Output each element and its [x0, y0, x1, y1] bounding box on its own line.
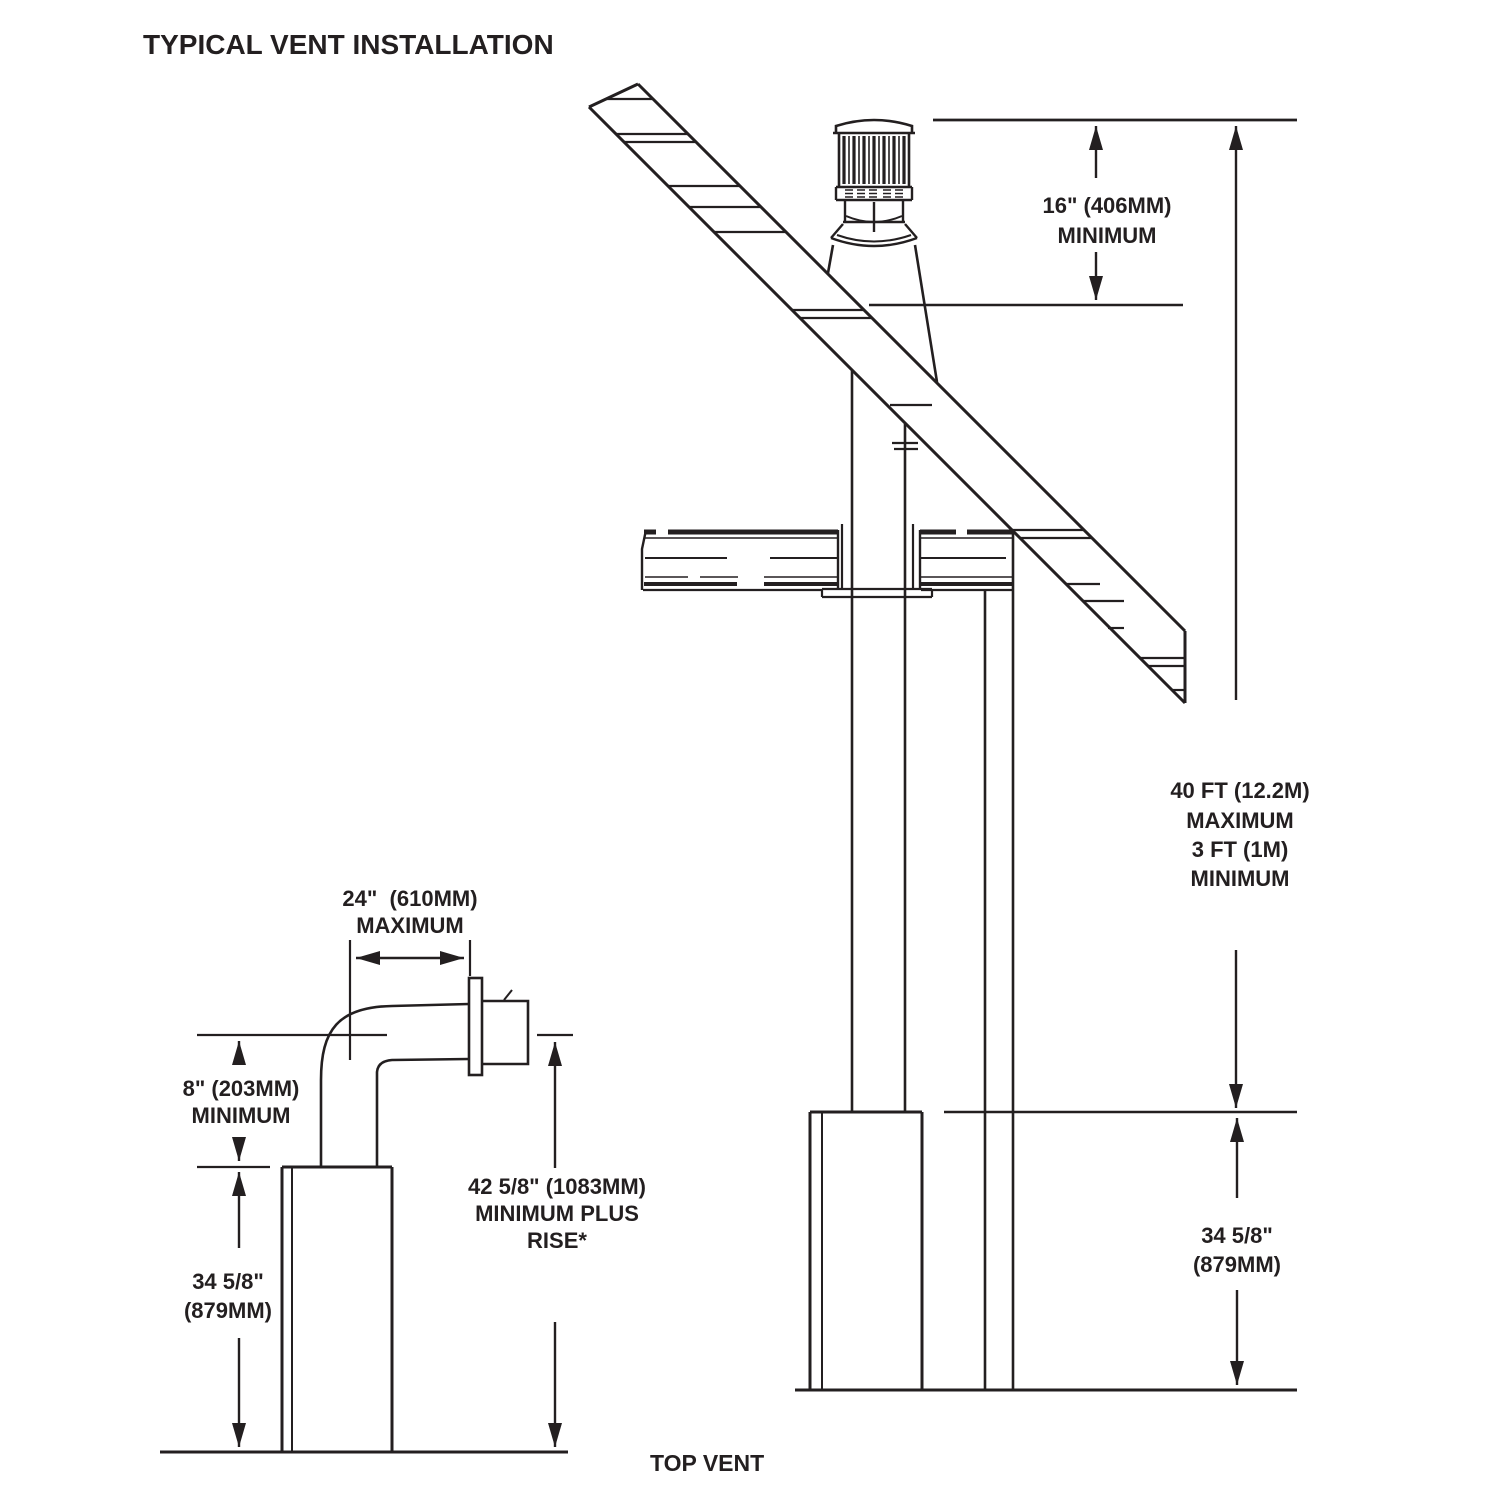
label-min-plus-rise-1: 42 5/8" (1083MM) [468, 1174, 646, 1199]
horizontal-termination [482, 989, 530, 1066]
fireplace-left [280, 1165, 394, 1452]
dimension-fireplace-right-height [944, 1110, 1297, 1385]
label-fireplace-left-height-2: (879MM) [184, 1298, 272, 1323]
wall [983, 531, 1015, 1390]
vent-cap-louvers [837, 133, 911, 187]
label-horizontal-run-1: 24" (610MM) [342, 886, 477, 911]
label-total-vent-1: 40 FT (12.2M) [1170, 778, 1309, 803]
vent-cap [830, 118, 918, 248]
label-fireplace-right-height-2: (879MM) [1193, 1252, 1281, 1277]
roof-hatch-lines [606, 97, 1185, 692]
dimension-horizontal-run [348, 940, 472, 1060]
label-rise-min-1: 8" (203MM) [183, 1076, 300, 1101]
label-cap-height-1: 16" (406MM) [1042, 193, 1171, 218]
label-total-vent-3: 3 FT (1M) [1192, 837, 1289, 862]
label-min-plus-rise-2: MINIMUM PLUS [475, 1201, 639, 1226]
label-fireplace-right-height-1: 34 5/8" [1201, 1223, 1273, 1248]
ceiling-joist [640, 524, 1013, 592]
label-horizontal-run-2: MAXIMUM [356, 913, 464, 938]
label-total-vent-4: MINIMUM [1191, 866, 1290, 891]
roof [587, 82, 1187, 705]
wall-thimble [467, 976, 484, 1077]
diagram-caption: TOP VENT [650, 1450, 764, 1476]
label-cap-height-2: MINIMUM [1058, 223, 1157, 248]
label-fireplace-left-height-1: 34 5/8" [192, 1269, 264, 1294]
vent-cap-band [834, 185, 914, 202]
firestop-spacer [820, 587, 934, 599]
flashing-cone [826, 244, 939, 383]
elbow-pipe [319, 1002, 470, 1167]
label-rise-min-2: MINIMUM [192, 1103, 291, 1128]
vent-cap-neck [843, 200, 905, 232]
page-title: TYPICAL VENT INSTALLATION [143, 29, 554, 60]
label-min-plus-rise-3: RISE* [527, 1228, 587, 1253]
label-total-vent-2: MAXIMUM [1186, 808, 1294, 833]
joist-opening-edges [840, 524, 915, 589]
dimension-min-plus-rise [537, 1033, 573, 1447]
storm-collar [830, 223, 918, 248]
vent-pipe [850, 371, 907, 1112]
fireplace-right [808, 1110, 924, 1390]
dimension-cap-height [869, 118, 1297, 307]
dimension-rise-min [197, 1033, 387, 1169]
